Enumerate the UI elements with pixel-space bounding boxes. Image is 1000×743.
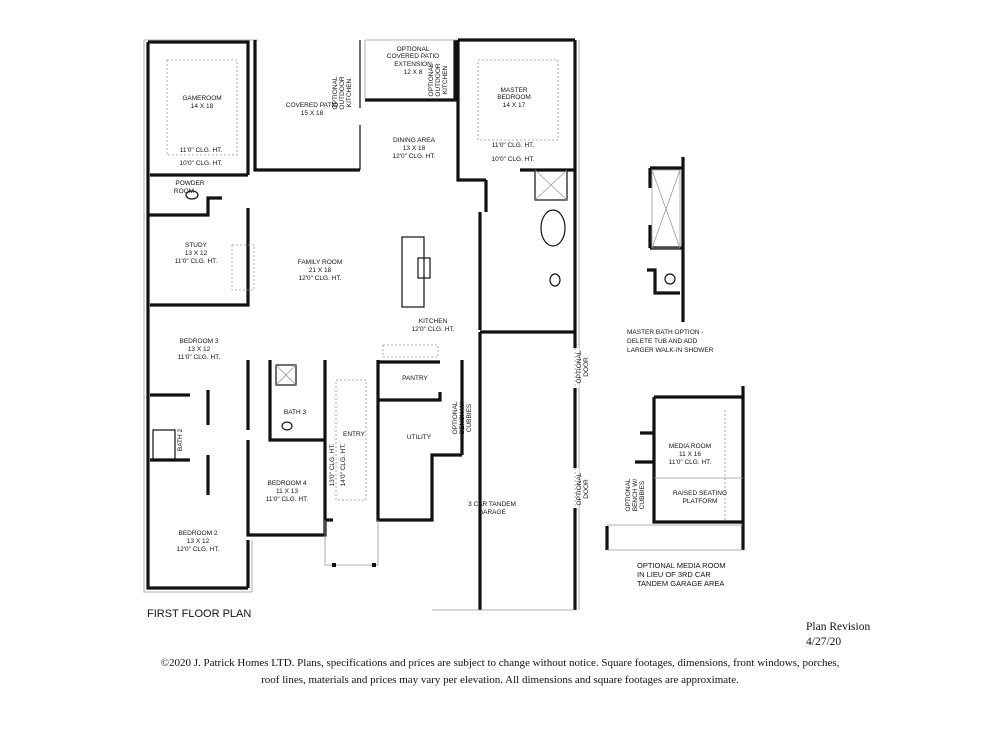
media-bench-line3: CUBBIES xyxy=(639,480,646,509)
media-bench-line1: OPTIONAL xyxy=(625,478,632,511)
plan-revision-date: 4/27/20 xyxy=(806,636,842,648)
dining-area-label: DINING AREA xyxy=(393,137,436,144)
covered-patio-label: COVERED PATIO xyxy=(286,102,339,109)
bedroom-2-clg: 12'0" CLG. HT. xyxy=(177,546,220,553)
media-room-size: 11 X 16 xyxy=(679,451,701,458)
entry-label: ENTRY xyxy=(343,431,366,438)
master-clg-inner: 11'0" CLG. HT. xyxy=(492,142,535,149)
bedroom-3-label: BEDROOM 3 xyxy=(179,338,218,345)
plan-revision-label: Plan Revision xyxy=(806,621,871,633)
master-bedroom-line1: MASTER xyxy=(500,87,527,94)
master-bedroom-line2: BEDROOM xyxy=(497,94,531,101)
family-room-label: FAMILY ROOM xyxy=(298,259,343,266)
bedroom-3-clg: 11'0" CLG. HT. xyxy=(178,354,221,361)
pantry-label: PANTRY xyxy=(402,375,428,382)
master-bath-option: MASTER BATH OPTION - DELETE TUB AND ADD … xyxy=(627,157,714,354)
optional-door-1-line1: OPTIONAL xyxy=(576,350,583,383)
walls xyxy=(143,38,580,611)
study-size: 13 X 12 xyxy=(185,250,208,257)
outdoor-kitchen-2-line2: OUTDOOR xyxy=(435,63,442,97)
optional-door-1-line2: DOOR xyxy=(583,357,590,377)
bedroom-4-size: 11 X 13 xyxy=(276,488,298,495)
dining-area-clg: 12'0" CLG. HT. xyxy=(393,153,436,160)
outdoor-kitchen-1-line1: OPTIONAL xyxy=(332,76,339,109)
patio-extension-line2: COVERED PATIO xyxy=(387,53,440,60)
gameroom-label: GAMEROOM xyxy=(182,95,221,102)
outdoor-kitchen-1-line2: OUTDOOR xyxy=(339,76,346,110)
raised-seating-label: RAISED SEATING xyxy=(673,490,727,497)
garage-label-2: GARAGE xyxy=(478,509,506,516)
family-room-clg: 12'0" CLG. HT. xyxy=(299,275,342,282)
garage-label: 3 CAR TANDEM xyxy=(468,501,516,508)
family-room-size: 21 X 18 xyxy=(309,267,332,274)
kitchen-clg: 12'0" CLG. HT. xyxy=(412,326,455,333)
bench-line3: CUBBIES xyxy=(466,403,473,432)
outdoor-kitchen-1-line3: KITCHEN xyxy=(346,78,353,107)
disclaimer-line-1: ©2020 J. Patrick Homes LTD. Plans, speci… xyxy=(160,657,840,669)
covered-patio-size: 15 X 18 xyxy=(301,110,324,117)
room-labels: GAMEROOM 14 X 18 11'0" CLG. HT. 10'0" CL… xyxy=(174,46,590,553)
entry-clg-2: 14'0" CLG. HT. xyxy=(340,443,347,486)
media-room-label: MEDIA ROOM xyxy=(669,443,711,450)
bench-line1: OPTIONAL xyxy=(452,401,459,434)
patio-extension-line1: OPTIONAL xyxy=(397,46,430,53)
master-bath-caption-3: LARGER WALK-IN SHOWER xyxy=(627,347,714,354)
study-label: STUDY xyxy=(185,242,208,249)
media-bench-line2: BENCH W/ xyxy=(632,479,639,512)
media-caption-2: IN LIEU OF 3RD CAR xyxy=(637,570,711,579)
raised-seating-label-2: PLATFORM xyxy=(683,498,718,505)
disclaimer-line-2: roof lines, materials and prices may var… xyxy=(261,674,739,686)
outdoor-kitchen-2-line3: KITCHEN xyxy=(442,65,449,94)
media-caption-3: TANDEM GARAGE AREA xyxy=(637,579,724,588)
bedroom-4-label: BEDROOM 4 xyxy=(267,480,306,487)
gameroom-clg-inner: 11'0" CLG. HT. xyxy=(180,147,223,154)
patio-extension-size: 12 X 8 xyxy=(404,69,423,76)
master-bedroom-size: 14 X 17 xyxy=(503,102,526,109)
master-bath-caption-1: MASTER BATH OPTION - xyxy=(627,329,703,336)
patio-extension-line3: EXTENSION xyxy=(394,61,432,68)
bath-3-label: BATH 3 xyxy=(284,409,307,416)
master-bath-caption-2: DELETE TUB AND ADD xyxy=(627,338,698,345)
bedroom-3-size: 13 X 12 xyxy=(188,346,211,353)
entry-clg-1: 13'0" CLG. HT. xyxy=(329,443,336,486)
gameroom-size: 14 X 18 xyxy=(191,103,214,110)
bedroom-2-size: 13 X 12 xyxy=(187,538,210,545)
bath-2-label: BATH 2 xyxy=(177,428,184,451)
media-room-clg: 11'0" CLG. HT. xyxy=(669,459,712,466)
study-clg: 11'0" CLG. HT. xyxy=(175,258,218,265)
outdoor-kitchen-2-line1: OPTIONAL xyxy=(428,63,435,96)
powder-room-line1: POWDER xyxy=(175,180,205,187)
bedroom-2-label: BEDROOM 2 xyxy=(178,530,217,537)
bench-line2: BENCH W/ xyxy=(459,402,466,435)
dining-area-size: 13 X 18 xyxy=(403,145,426,152)
fixtures xyxy=(152,59,568,501)
plan-title: FIRST FLOOR PLAN xyxy=(147,608,251,620)
optional-door-2-line2: DOOR xyxy=(583,479,590,499)
powder-room-line2: ROOM xyxy=(174,188,194,195)
kitchen-label: KITCHEN xyxy=(419,318,448,325)
media-room-option: MEDIA ROOM 11 X 16 11'0" CLG. HT. RAISED… xyxy=(605,386,745,588)
master-clg-outer: 10'0" CLG. HT. xyxy=(492,156,535,163)
gameroom-clg-outer: 10'0" CLG. HT. xyxy=(180,160,223,167)
optional-door-2-line1: OPTIONAL xyxy=(576,472,583,505)
utility-label: UTILITY xyxy=(407,434,432,441)
media-caption-1: OPTIONAL MEDIA ROOM xyxy=(637,561,725,570)
bedroom-4-clg: 11'0" CLG. HT. xyxy=(266,496,309,503)
